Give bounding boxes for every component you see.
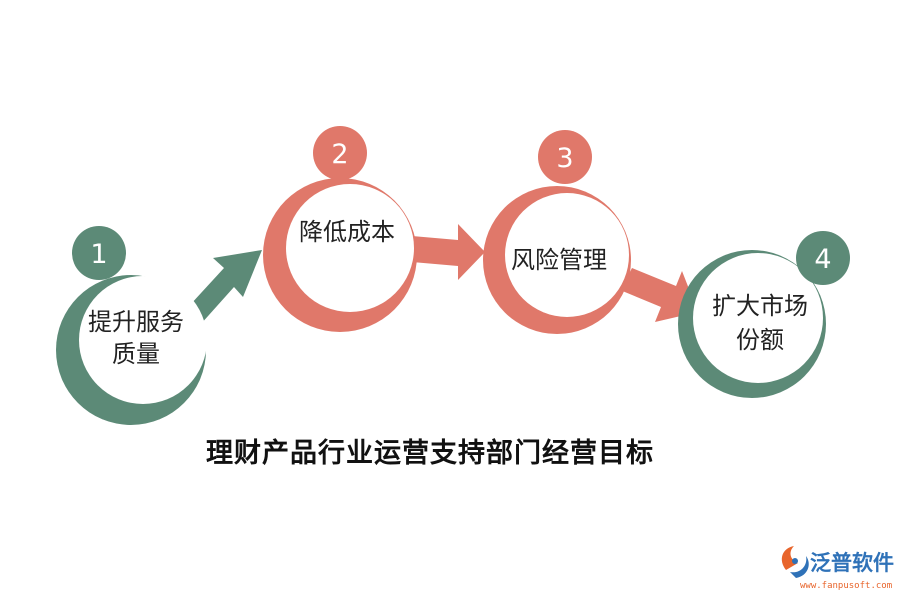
step-1-label-line1: 提升服务 (88, 308, 184, 336)
arrow-2-to-3 (412, 224, 485, 280)
arrow-1-to-2 (190, 250, 262, 325)
step-2-badge (313, 126, 367, 180)
step-4: 4 扩大市场 份额 (678, 231, 850, 398)
step-1-inner (79, 276, 207, 404)
step-4-inner (693, 253, 823, 383)
step-3-label-line1: 风险管理 (511, 246, 607, 274)
diagram-title: 理财产品行业运营支持部门经营目标 (206, 437, 654, 469)
step-2: 2 降低成本 (263, 126, 417, 332)
step-2-inner (286, 184, 414, 312)
step-3: 3 风险管理 (483, 130, 631, 334)
step-4-number: 4 (814, 244, 831, 275)
step-1-label-line2: 质量 (112, 340, 160, 368)
step-3-badge (538, 130, 592, 184)
fanpu-logo-icon (781, 546, 809, 578)
step-2-number: 2 (331, 139, 348, 170)
step-3-inner (505, 193, 629, 317)
step-3-number: 3 (556, 143, 573, 174)
logo-url: www.fanpusoft.com (800, 581, 892, 591)
arrow-3-to-4 (620, 268, 698, 322)
brand-logo: 泛普软件 www.fanpusoft.com (781, 546, 894, 591)
step-4-badge (796, 231, 850, 285)
step-2-label-line1: 降低成本 (299, 218, 395, 246)
step-1: 1 提升服务 质量 (56, 226, 207, 425)
logo-name: 泛普软件 (810, 551, 894, 575)
step-1-badge (72, 226, 126, 280)
step-4-label-line2: 份额 (736, 326, 784, 354)
step-1-number: 1 (90, 239, 107, 270)
step-4-label-line1: 扩大市场 (712, 292, 808, 320)
